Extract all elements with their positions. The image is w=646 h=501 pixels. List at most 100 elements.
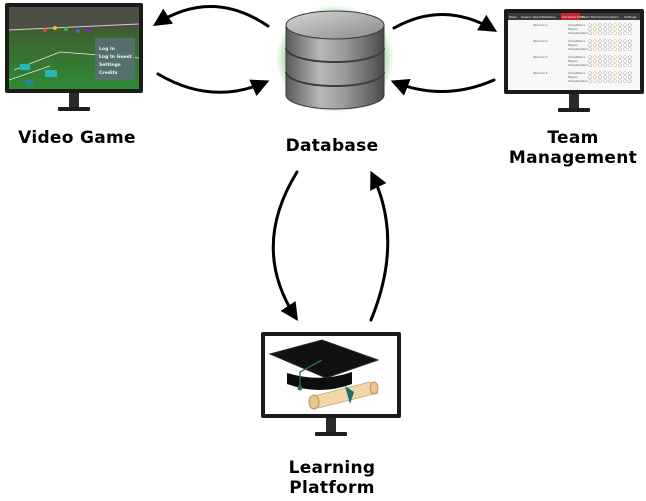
tm-rating-circle[interactable] [618,39,622,43]
tm-tab-season-report[interactable]: Season Report [521,15,544,19]
tm-rating-circle[interactable] [603,71,607,75]
tm-rating-circle[interactable] [613,59,617,63]
tm-rating-circle[interactable] [613,75,617,79]
tm-rating-circle[interactable] [613,39,617,43]
tm-rating-circle[interactable] [608,43,612,47]
tm-rating-circle[interactable] [598,31,602,35]
tm-rating-circle[interactable] [608,47,612,51]
tm-rating-circle[interactable] [588,23,592,27]
tm-rating-circle[interactable] [623,63,627,67]
tm-rating-circle[interactable] [588,59,592,63]
tm-rating-circle[interactable] [603,79,607,83]
tm-rating-circle[interactable] [608,71,612,75]
tm-rating-circle[interactable] [598,55,602,59]
tm-rating-circle[interactable] [588,75,592,79]
tm-rating-circle[interactable] [628,47,632,51]
tm-rating-circle[interactable] [628,23,632,27]
menu-item-log-in[interactable]: Log In [99,46,115,52]
tm-rating-circle[interactable] [598,39,602,43]
tm-rating-circle[interactable] [628,75,632,79]
tm-rating-circle[interactable] [628,59,632,63]
tm-rating-circle[interactable] [603,63,607,67]
tm-rating-circle[interactable] [598,79,602,83]
tm-rating-circle[interactable] [628,71,632,75]
tm-rating-circle[interactable] [613,27,617,31]
tm-rating-circle[interactable] [593,27,597,31]
tm-rating-circle[interactable] [628,55,632,59]
tm-rating-circle[interactable] [628,31,632,35]
tm-rating-circle[interactable] [608,55,612,59]
tm-rating-circle[interactable] [593,47,597,51]
tm-rating-circle[interactable] [623,59,627,63]
tm-rating-circle[interactable] [603,31,607,35]
tm-rating-circle[interactable] [628,27,632,31]
tm-rating-circle[interactable] [628,79,632,83]
tm-rating-circle[interactable] [593,55,597,59]
tm-rating-circle[interactable] [613,43,617,47]
tm-rating-circle[interactable] [623,79,627,83]
tm-rating-circle[interactable] [623,71,627,75]
tm-rating-circle[interactable] [603,47,607,51]
tm-rating-circle[interactable] [618,63,622,67]
menu-item-log-in-guest[interactable]: Log In Guest [99,54,132,60]
tm-rating-circle[interactable] [618,71,622,75]
tm-rating-circle[interactable] [623,55,627,59]
tm-rating-circle[interactable] [613,31,617,35]
tm-rating-circle[interactable] [593,63,597,67]
tm-rating-circle[interactable] [603,27,607,31]
tm-rating-circle[interactable] [608,23,612,27]
tm-rating-circle[interactable] [628,43,632,47]
tm-rating-circle[interactable] [603,23,607,27]
menu-item-credits[interactable]: Credits [99,70,118,76]
tm-rating-circle[interactable] [608,31,612,35]
tm-rating-circle[interactable] [618,79,622,83]
tm-rating-circle[interactable] [588,31,592,35]
tm-rating-circle[interactable] [613,71,617,75]
tm-tab-settings[interactable]: Settings [624,15,637,19]
tm-rating-circle[interactable] [588,55,592,59]
tm-rating-circle[interactable] [588,71,592,75]
tm-rating-circle[interactable] [593,79,597,83]
tm-rating-circle[interactable] [608,75,612,79]
tm-rating-circle[interactable] [623,47,627,51]
tm-rating-circle[interactable] [598,47,602,51]
tm-rating-circle[interactable] [613,63,617,67]
tm-tab-analytics[interactable]: Analytics [605,15,619,19]
tm-rating-circle[interactable] [628,63,632,67]
tm-rating-circle[interactable] [598,43,602,47]
tm-rating-circle[interactable] [618,23,622,27]
tm-rating-circle[interactable] [628,39,632,43]
tm-rating-circle[interactable] [588,63,592,67]
tm-rating-circle[interactable] [593,31,597,35]
tm-rating-circle[interactable] [598,27,602,31]
tm-rating-circle[interactable] [623,23,627,27]
tm-rating-circle[interactable] [608,63,612,67]
tm-rating-circle[interactable] [588,27,592,31]
tm-rating-circle[interactable] [613,79,617,83]
tm-rating-circle[interactable] [603,39,607,43]
tm-rating-circle[interactable] [588,39,592,43]
tm-rating-circle[interactable] [593,23,597,27]
tm-rating-circle[interactable] [588,79,592,83]
tm-rating-circle[interactable] [618,55,622,59]
tm-rating-circle[interactable] [608,27,612,31]
tm-active-tab[interactable] [561,13,580,20]
tm-rating-circle[interactable] [593,71,597,75]
tm-rating-circle[interactable] [623,27,627,31]
tm-rating-circle[interactable] [603,59,607,63]
tm-rating-circle[interactable] [598,59,602,63]
tm-rating-circle[interactable] [613,47,617,51]
tm-rating-circle[interactable] [618,27,622,31]
tm-rating-circle[interactable] [613,55,617,59]
tm-tab-schedule-editor[interactable]: Schedule Editor [562,15,586,19]
tm-rating-circle[interactable] [623,43,627,47]
tm-rating-circle[interactable] [593,75,597,79]
tm-rating-circle[interactable] [603,43,607,47]
tm-rating-circle[interactable] [608,79,612,83]
tm-tab-team-members[interactable]: Team Members [581,15,605,19]
tm-rating-circle[interactable] [588,43,592,47]
tm-rating-circle[interactable] [598,75,602,79]
tm-rating-circle[interactable] [623,75,627,79]
menu-item-settings[interactable]: Settings [99,62,121,68]
tm-rating-circle[interactable] [618,31,622,35]
